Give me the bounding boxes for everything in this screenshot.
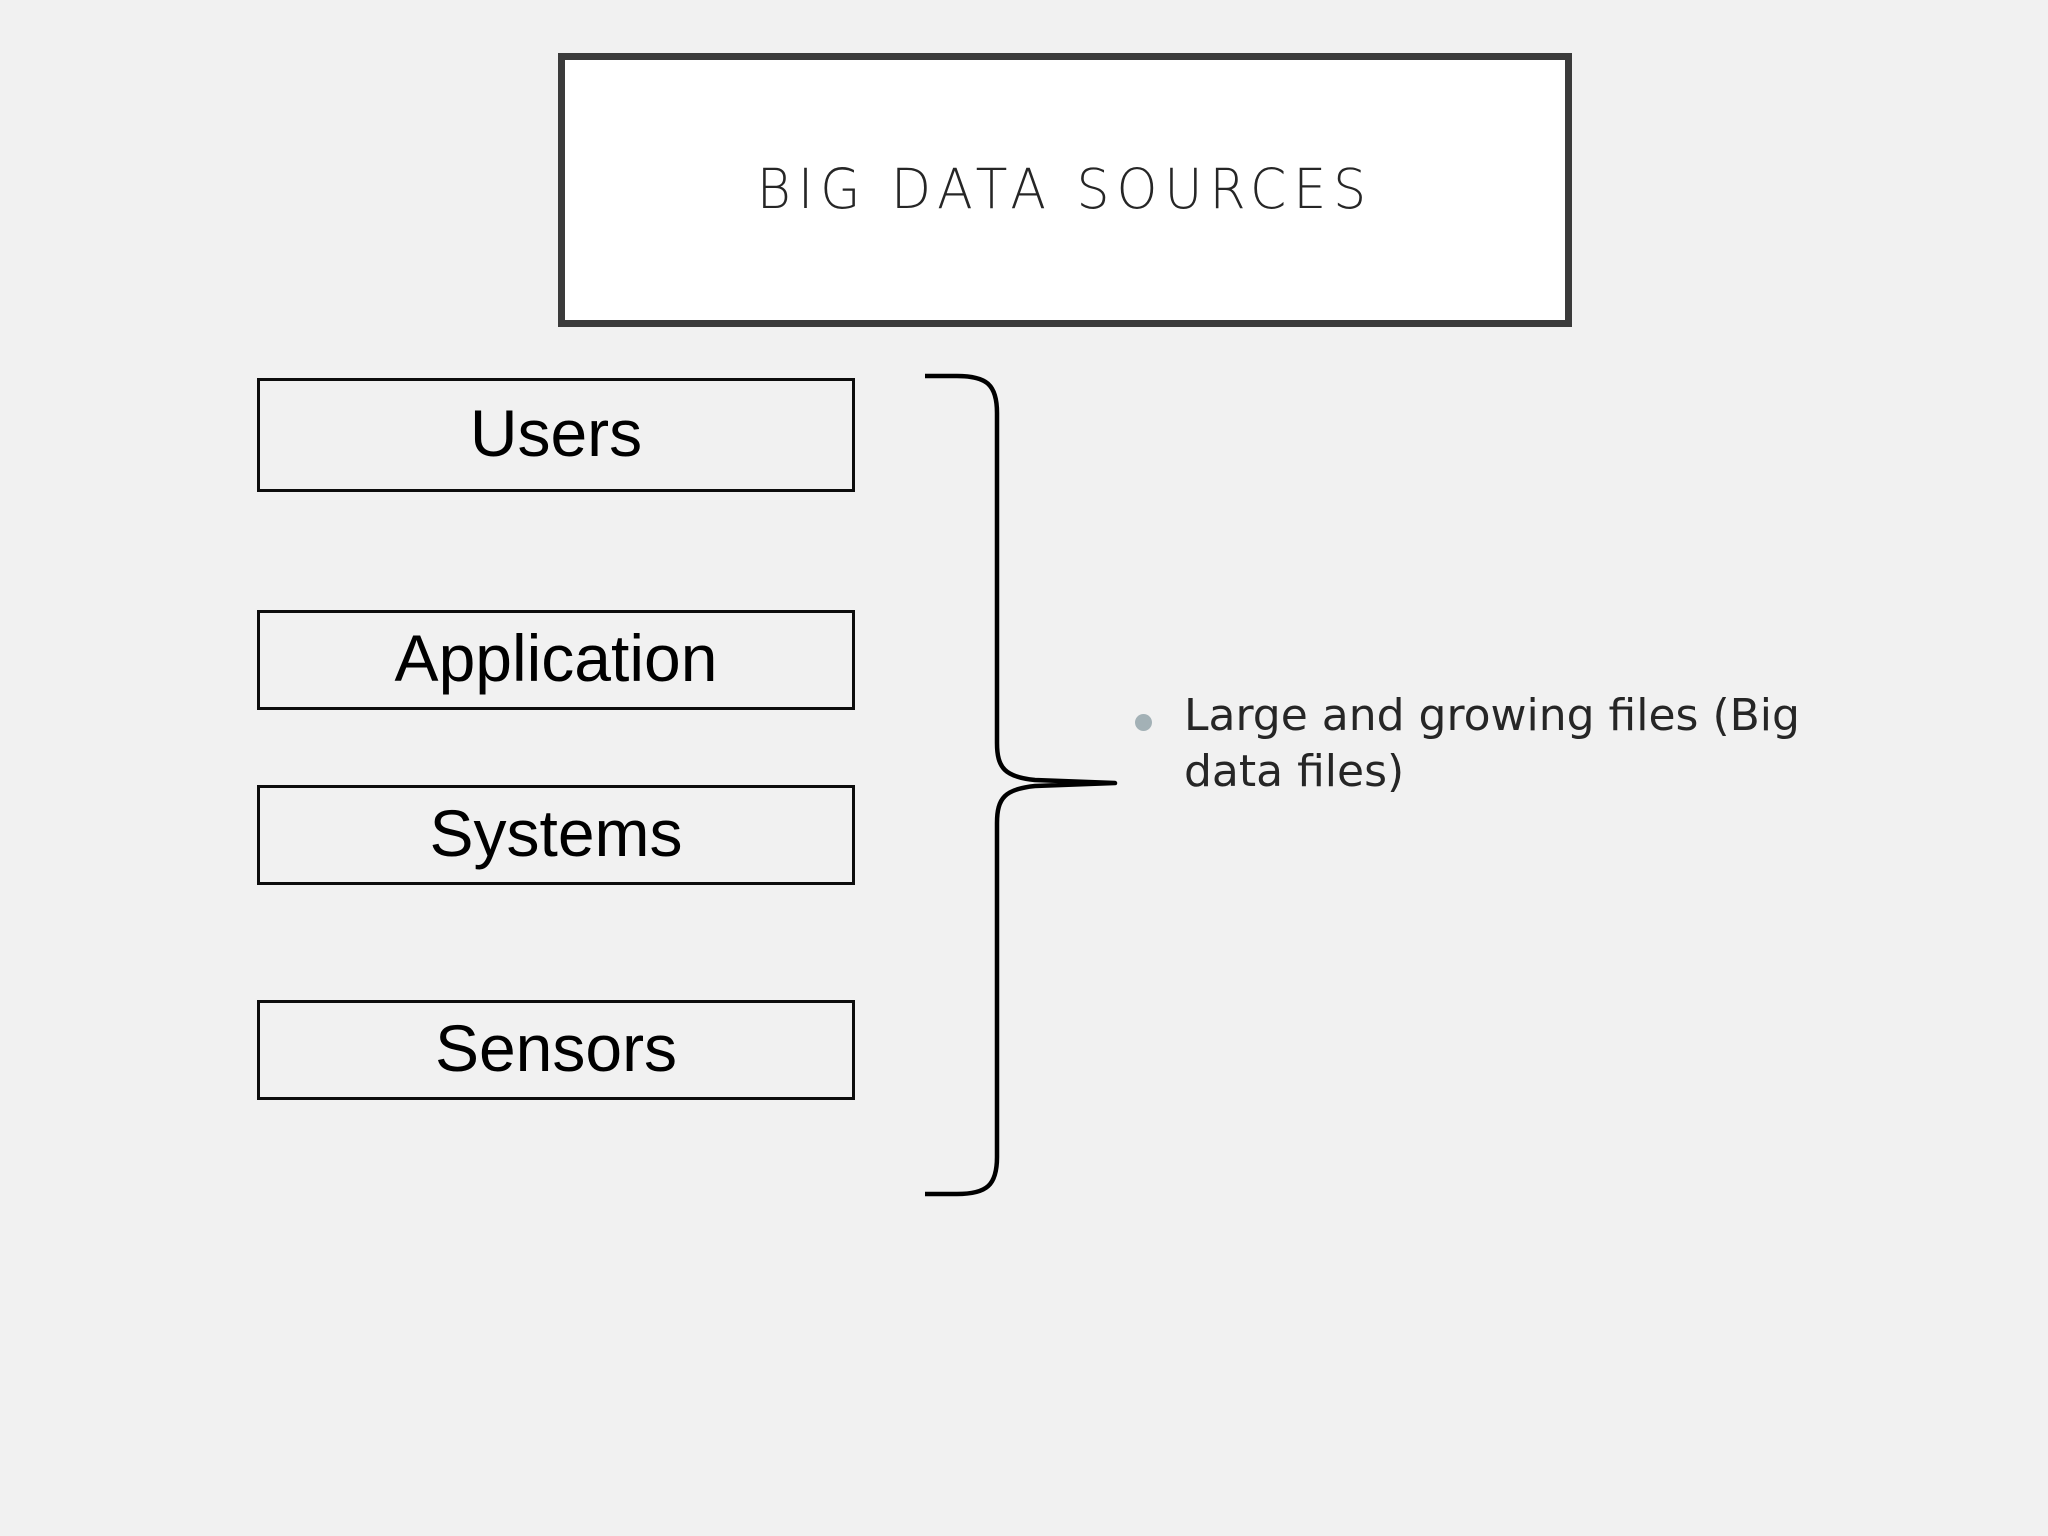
title-banner: BIG DATA SOURCES xyxy=(558,53,1572,327)
callout-bullet-item: Large and growing files (Big data files) xyxy=(1135,688,1855,801)
page-title: BIG DATA SOURCES xyxy=(756,158,1374,222)
bullet-point-icon xyxy=(1135,714,1152,731)
callout-text: Large and growing files (Big data files) xyxy=(1184,690,1800,798)
source-box-label: Users xyxy=(469,396,643,470)
source-box-label: Sensors xyxy=(434,1011,678,1085)
source-box-label: Application xyxy=(394,621,718,695)
source-box-systems: Systems xyxy=(257,785,855,885)
source-box-sensors: Sensors xyxy=(257,1000,855,1100)
source-box-users: Users xyxy=(257,378,855,492)
source-box-label: Systems xyxy=(429,796,683,870)
source-box-application: Application xyxy=(257,610,855,710)
curly-brace-icon xyxy=(925,365,1125,1205)
